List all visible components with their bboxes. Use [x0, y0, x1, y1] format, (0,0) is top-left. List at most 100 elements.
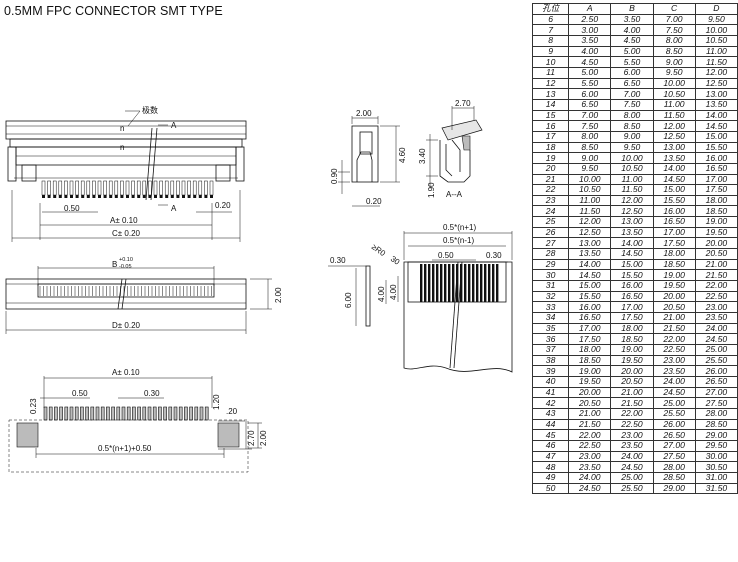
table-cell: 18.00 — [568, 344, 612, 356]
table-cell: 14 — [531, 98, 570, 111]
table-cell: 18.00 — [652, 248, 696, 260]
pcb-footprint: A± 0.10 0.50 0.30 0.23 1.20 .20 2.70 2.0… — [8, 368, 268, 473]
table-cell: 17.00 — [652, 226, 696, 239]
table-cell: 7.50 — [568, 120, 612, 132]
table-cell: 24.50 — [610, 461, 654, 473]
front-pin — [86, 180, 91, 196]
dim-fpc-400b: 4.00 — [389, 284, 398, 300]
table-cell: 23.50 — [652, 365, 696, 377]
table-cell: 7.00 — [652, 13, 696, 26]
table-cell: 4.00 — [610, 24, 654, 36]
front-pin — [58, 180, 63, 196]
table-cell: 20.00 — [568, 386, 612, 399]
front-pin — [131, 180, 135, 196]
table-cell: 21.00 — [610, 386, 654, 399]
fpc-trace — [496, 264, 499, 302]
fpc-trace — [460, 264, 463, 302]
footprint-pad — [163, 406, 167, 421]
table-cell: 27.50 — [694, 397, 738, 409]
table-cell: 16.00 — [610, 280, 654, 292]
front-pin — [159, 180, 163, 196]
table-cell: 28.00 — [652, 461, 696, 473]
table-cell: 7.00 — [568, 109, 612, 122]
footprint-pad — [147, 406, 152, 421]
fpc-trace — [448, 264, 451, 302]
table-cell: 22.50 — [568, 439, 612, 452]
footprint-pad — [100, 406, 105, 421]
footprint-pad — [132, 406, 136, 421]
table-cell: 15 — [531, 109, 570, 122]
table-cell: 31.50 — [694, 482, 738, 495]
table-cell: 13.50 — [568, 248, 612, 260]
footprint-pad — [85, 406, 89, 421]
table-cell: 38 — [531, 354, 570, 367]
front-pin — [204, 180, 208, 196]
table-cell: 23.00 — [694, 301, 738, 314]
front-pin-foot — [131, 195, 135, 198]
front-pin-foot — [187, 195, 191, 198]
table-cell: 39 — [531, 365, 570, 377]
table-cell: 16.50 — [694, 162, 738, 175]
front-pin-foot — [109, 195, 113, 198]
table-cell: 5.50 — [568, 77, 612, 90]
table-cell: 36 — [531, 333, 570, 345]
table-cell: 28.00 — [694, 407, 738, 420]
dim-fp-020: .20 — [226, 407, 238, 416]
fpc-trace — [436, 264, 439, 302]
table-cell: 9.50 — [568, 162, 612, 175]
table-cell: 12 — [531, 77, 570, 90]
dim-fp-270: 2.70 — [247, 430, 256, 446]
table-cell: 29.00 — [694, 429, 738, 441]
table-cell: 14.00 — [610, 237, 654, 250]
table-cell: 22.50 — [694, 290, 738, 303]
fpc-trace — [424, 264, 427, 302]
table-cell: 7.50 — [610, 98, 654, 111]
front-pin-foot — [64, 195, 68, 198]
table-cell: 23.00 — [568, 450, 612, 463]
table-cell: 32 — [531, 290, 570, 303]
table-cell: 25.00 — [652, 397, 696, 409]
table-cell: 9.50 — [652, 66, 696, 79]
dim-fp-total: 0.5*(n+1)+0.50 — [98, 444, 152, 453]
table-cell: 14.00 — [652, 162, 696, 175]
table-cell: 25 — [531, 216, 570, 228]
table-cell: 10.00 — [568, 173, 612, 186]
dim-fp-120: 1.20 — [212, 394, 221, 410]
table-cell: 23 — [531, 194, 570, 207]
front-pin-foot — [193, 195, 197, 198]
front-pin-foot — [126, 195, 129, 198]
table-cell: 19.50 — [568, 375, 612, 388]
table-cell: 16.00 — [652, 205, 696, 218]
front-pin — [125, 180, 130, 196]
footprint-pad — [106, 406, 110, 421]
table-cell: 24.50 — [568, 482, 612, 495]
table-cell: 48 — [531, 461, 570, 473]
table-cell: 14.00 — [568, 258, 612, 271]
table-cell: 6 — [531, 13, 570, 26]
footprint-pad — [80, 406, 84, 421]
table-cell: 47 — [531, 450, 570, 463]
table-cell: 22.00 — [568, 429, 612, 441]
table-cell: 23.50 — [694, 312, 738, 324]
table-cell: 25.50 — [694, 354, 738, 367]
table-cell: 11.50 — [610, 184, 654, 196]
table-cell: 9.00 — [568, 152, 612, 164]
footprint-pad — [184, 406, 188, 421]
